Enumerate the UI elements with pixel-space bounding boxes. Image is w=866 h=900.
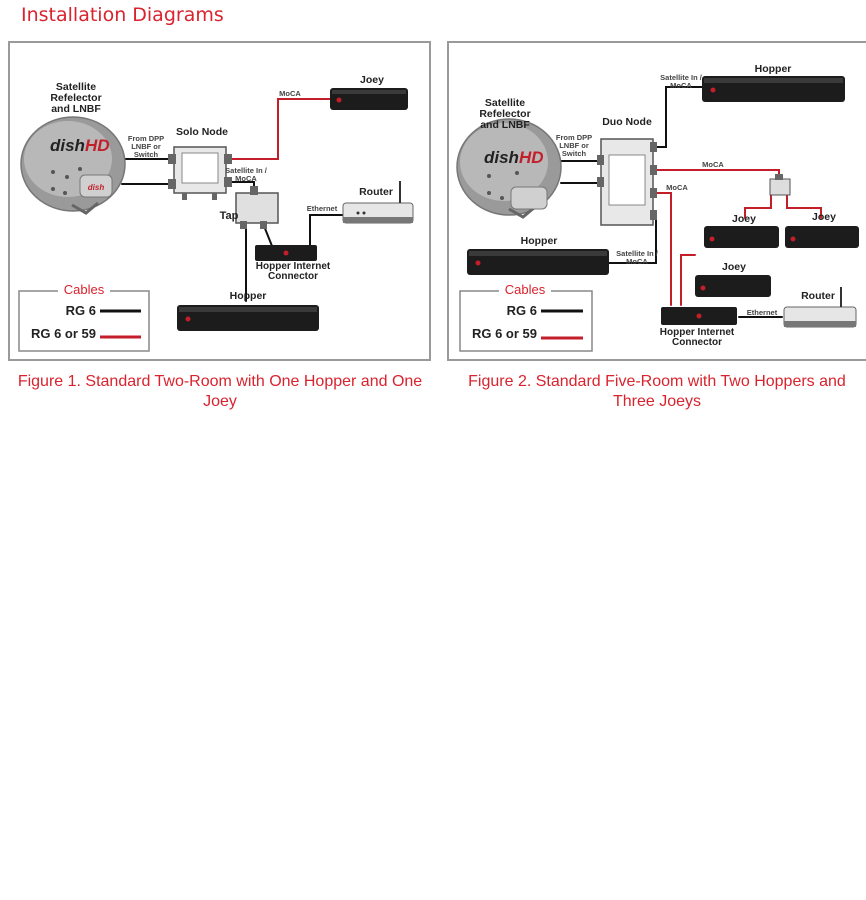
cables-legend: Cables RG 6 RG 6 or 59	[18, 282, 150, 352]
page-title: Installation Diagrams	[21, 4, 224, 26]
svg-text:and LNBF: and LNBF	[480, 119, 530, 131]
router-icon	[783, 287, 857, 328]
tap-label: Tap	[220, 210, 239, 222]
dish-label: Satellite Refelector and LNBF	[50, 81, 101, 115]
svg-text:Satellite In /: Satellite In /	[225, 166, 268, 175]
legend-rg6-59-label: RG 6 or 59	[472, 326, 537, 341]
joey-2-icon	[785, 226, 859, 248]
cable-node-to-splitter	[655, 169, 780, 180]
cable-node-to-hopper-top	[655, 86, 703, 148]
satellite-dish-icon: dish	[20, 116, 126, 215]
cable-splitter-to-joey1	[744, 194, 772, 219]
router-icon	[342, 181, 414, 224]
svg-text:Switch: Switch	[562, 149, 587, 158]
legend-title: Cables	[505, 282, 546, 297]
svg-text:Hopper Internet: Hopper Internet	[660, 327, 735, 338]
svg-text:From DPP: From DPP	[128, 134, 164, 143]
joey-3-label: Joey	[722, 261, 746, 273]
satellite-in-bottom-label: Satellite In / MoCA	[616, 249, 659, 266]
hopper-internet-connector-label: Hopper Internet Connector	[660, 327, 735, 348]
hopper-left-label: Hopper	[521, 235, 558, 247]
svg-text:and LNBF: and LNBF	[51, 103, 101, 115]
router-label: Router	[801, 290, 835, 302]
cable-hic-to-joey3	[680, 254, 696, 306]
legend-rg6-59-label: RG 6 or 59	[31, 326, 96, 341]
hopper-top-label: Hopper	[755, 63, 792, 75]
legend-rg6-label: RG 6	[507, 303, 537, 318]
joey-1-label: Joey	[732, 213, 756, 225]
from-dpp-label: From DPP LNBF or Switch	[128, 134, 164, 159]
solo-node-label: Solo Node	[176, 126, 228, 138]
joey-2-label: Joey	[812, 211, 836, 223]
legend-rg6-label: RG 6	[66, 303, 96, 318]
dish-logo: dishHD	[484, 148, 544, 167]
hopper-internet-connector-icon	[661, 307, 737, 325]
duo-node-icon	[597, 138, 657, 226]
satellite-in-label: Satellite In / MoCA	[225, 166, 268, 183]
svg-text:LNBF or: LNBF or	[131, 142, 161, 151]
from-dpp-label: From DPP LNBF or Switch	[556, 133, 592, 158]
svg-text:MoCA: MoCA	[626, 257, 648, 266]
svg-text:From DPP: From DPP	[556, 133, 592, 142]
figure-2-diagram: dishHD Satellite Refelector and LNBF Fro…	[447, 41, 866, 361]
dish-label: Satellite Refelector and LNBF	[479, 97, 530, 131]
satellite-dish-icon	[456, 118, 562, 219]
svg-text:Connector: Connector	[268, 271, 318, 282]
figure-2-caption: Figure 2. Standard Five-Room with Two Ho…	[468, 373, 846, 410]
ethernet-label: Ethernet	[307, 204, 338, 213]
hopper-left-icon	[467, 249, 609, 275]
svg-text:Switch: Switch	[134, 150, 159, 159]
svg-text:Refelector: Refelector	[479, 108, 530, 120]
svg-text:MoCA: MoCA	[670, 81, 692, 90]
joey-icon	[330, 88, 408, 110]
figure-1-caption: Figure 1. Standard Two-Room with One Hop…	[17, 373, 423, 410]
figure-1-cables	[121, 98, 344, 302]
joey-label: Joey	[360, 74, 384, 86]
solo-node-icon	[168, 146, 232, 200]
joey-1-icon	[704, 226, 779, 248]
moca-label: MoCA	[279, 89, 301, 98]
svg-text:LNBF or: LNBF or	[559, 141, 589, 150]
svg-text:Satellite: Satellite	[56, 81, 96, 93]
svg-text:Connector: Connector	[672, 337, 722, 348]
cable-node-to-hic	[655, 192, 672, 306]
figure-1-diagram: dish dishHD Satellite Refelector and LNB…	[8, 41, 431, 361]
svg-text:Satellite: Satellite	[485, 97, 525, 109]
svg-text:Refelector: Refelector	[50, 92, 101, 104]
cable-node-to-joey	[225, 98, 331, 160]
hopper-internet-connector-label: Hopper Internet Connector	[256, 261, 331, 282]
cable-node-to-hopper-left	[608, 214, 657, 264]
satellite-in-top-label: Satellite In / MoCA	[660, 73, 703, 90]
svg-text:Satellite In /: Satellite In /	[660, 73, 703, 82]
svg-text:MoCA: MoCA	[235, 174, 257, 183]
svg-text:Satellite In /: Satellite In /	[616, 249, 659, 258]
splitter-icon	[769, 174, 791, 196]
moca-label-2: MoCA	[666, 183, 688, 192]
cables-legend: Cables RG 6 RG 6 or 59	[459, 282, 593, 352]
svg-text:dish: dish	[88, 183, 105, 192]
hopper-internet-connector-icon	[255, 245, 317, 261]
hopper-label: Hopper	[230, 290, 267, 302]
cable-tap-to-hic	[263, 225, 273, 247]
legend-title: Cables	[64, 282, 105, 297]
hopper-icon	[177, 305, 319, 331]
duo-node-label: Duo Node	[602, 116, 652, 128]
hopper-top-icon	[702, 76, 845, 102]
svg-text:Hopper Internet: Hopper Internet	[256, 261, 331, 272]
router-label: Router	[359, 186, 393, 198]
dish-logo: dishHD	[50, 136, 110, 155]
ethernet-label: Ethernet	[747, 308, 778, 317]
moca-label-1: MoCA	[702, 160, 724, 169]
figure-2-cables	[560, 86, 822, 318]
tap-icon	[235, 186, 279, 229]
cable-hic-to-router	[309, 214, 344, 254]
joey-3-icon	[695, 275, 771, 297]
cable-splitter-to-joey2	[786, 194, 822, 219]
